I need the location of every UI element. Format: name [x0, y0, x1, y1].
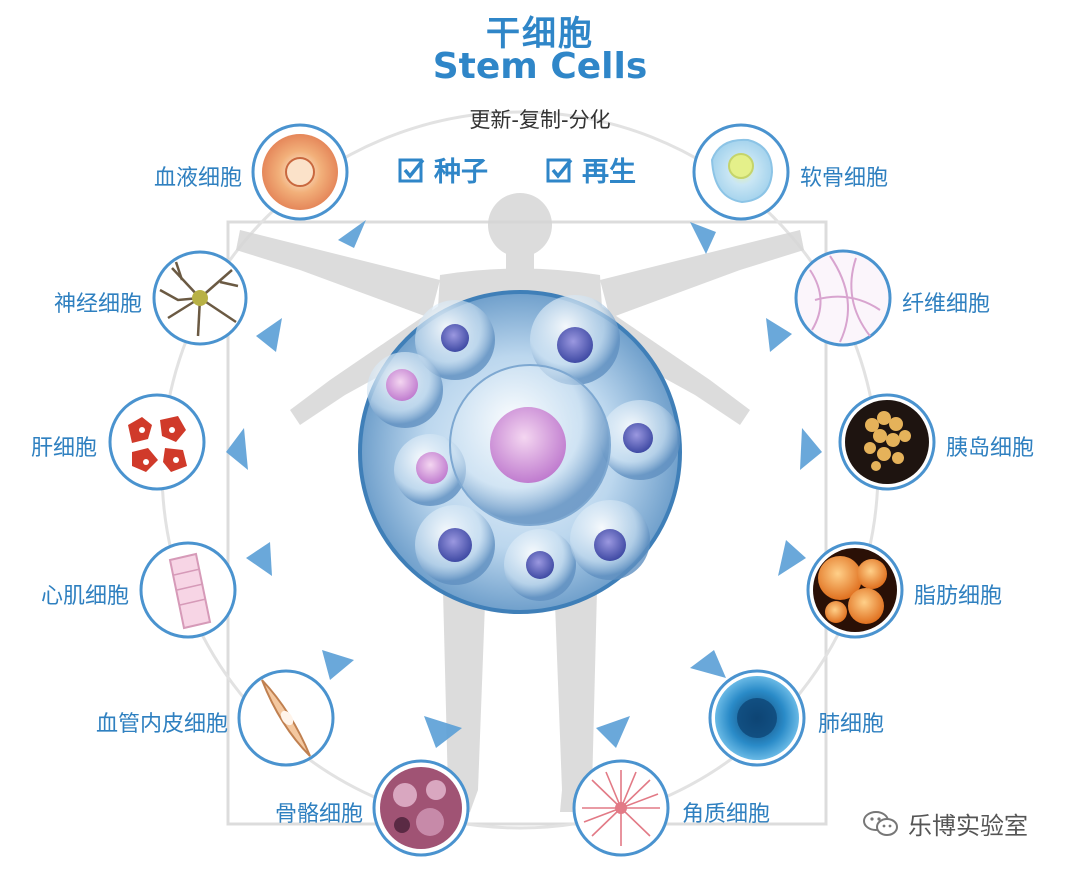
arrow-cardiac — [246, 542, 272, 576]
subtitle: 更新-复制-分化 — [469, 108, 611, 132]
check-label: 再生 — [582, 157, 636, 188]
thumb-lung — [708, 669, 806, 767]
label-fat-cell: 脂肪细胞 — [914, 584, 1003, 609]
label-endothelial-cell: 血管内皮细胞 — [95, 712, 228, 737]
arrow-endothelial — [322, 650, 354, 680]
label-blood-cell: 血液细胞 — [153, 166, 242, 191]
arrow-bone — [424, 716, 462, 748]
thumb-cartilage — [692, 123, 790, 221]
label-islet-cell: 胰岛细胞 — [946, 436, 1035, 461]
checkbox-icon — [398, 156, 426, 184]
watermark-text: 乐博实验室 — [908, 812, 1028, 840]
arrow-cartilage — [690, 222, 716, 254]
wechat-icon — [863, 810, 898, 836]
title-english: Stem Cells — [432, 46, 648, 87]
thumb-islet — [838, 393, 936, 491]
arrow-nerve — [256, 318, 282, 352]
thumb-bone — [372, 759, 470, 857]
label-liver-cell: 肝细胞 — [30, 436, 97, 461]
label-lung-cell: 肺细胞 — [818, 712, 885, 737]
check-item-seed: 种子 — [398, 150, 488, 189]
arrow-fiber — [766, 318, 792, 352]
arrow-liver — [226, 428, 248, 470]
label-cardiac-cell: 心肌细胞 — [40, 584, 129, 609]
label-keratin-cell: 角质细胞 — [682, 802, 771, 827]
title-chinese: 干细胞 — [486, 14, 594, 54]
check-item-regeneration: 再生 — [546, 150, 636, 189]
central-stem-cell — [358, 290, 682, 614]
check-label: 种子 — [434, 157, 488, 188]
label-cartilage-cell: 软骨细胞 — [800, 166, 889, 191]
label-nerve-cell: 神经细胞 — [53, 292, 142, 317]
arrows — [226, 220, 822, 748]
thumb-blood — [251, 123, 349, 221]
thumb-nerve — [152, 250, 248, 346]
checkbox-icon — [546, 156, 574, 184]
label-fiber-cell: 纤维细胞 — [902, 292, 991, 317]
watermark: 乐博实验室 — [862, 806, 1028, 841]
arrow-keratin — [596, 716, 630, 748]
arrow-blood — [338, 220, 366, 248]
thumb-liver — [108, 393, 206, 491]
thumb-keratin — [572, 759, 670, 857]
label-bone-cell: 骨骼细胞 — [274, 802, 363, 827]
arrow-lung — [690, 650, 726, 678]
arrow-islet — [800, 428, 822, 470]
thumb-fiber — [794, 249, 892, 347]
thumb-endothelial — [237, 669, 335, 767]
thumb-fat — [806, 541, 904, 639]
thumb-cardiac — [139, 541, 237, 639]
arrow-fat — [778, 540, 806, 576]
